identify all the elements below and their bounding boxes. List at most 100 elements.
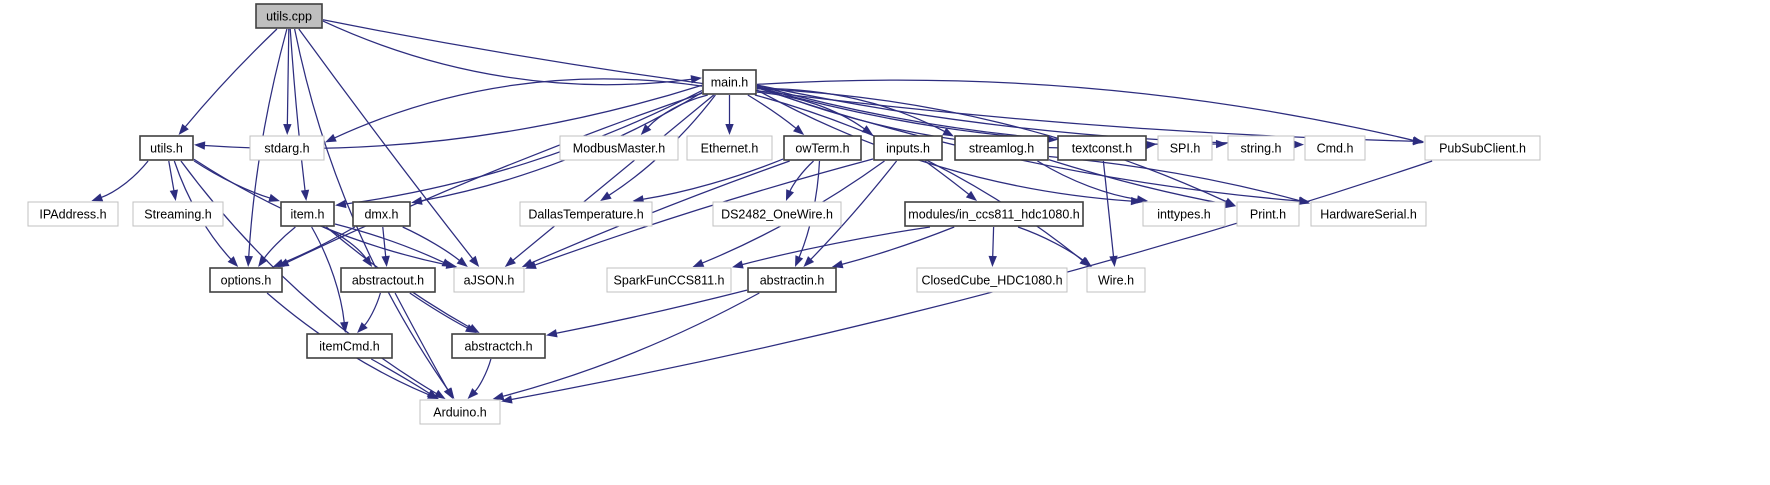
graph-node-modbusmaster[interactable]: ModbusMaster.h — [559, 135, 679, 161]
graph-node-main-h[interactable]: main.h — [702, 69, 757, 95]
node-box[interactable] — [139, 135, 194, 161]
edge-arrowhead — [1298, 196, 1310, 205]
dependency-edge — [334, 223, 445, 264]
graph-node-dmx-h[interactable]: dmx.h — [352, 201, 411, 227]
dependency-edge — [282, 226, 356, 264]
dependency-edge — [101, 160, 149, 199]
graph-node-string-h[interactable]: string.h — [1227, 135, 1295, 161]
graph-node-inttypes-h[interactable]: inttypes.h — [1142, 201, 1226, 227]
node-box[interactable] — [1310, 201, 1427, 227]
node-box[interactable] — [340, 267, 436, 293]
dependency-edge — [642, 158, 784, 200]
edge-arrowhead — [283, 123, 292, 135]
graph-node-abstractch-h[interactable]: abstractch.h — [451, 333, 546, 359]
node-box[interactable] — [132, 201, 224, 227]
edge-arrowhead — [965, 190, 978, 201]
node-box[interactable] — [453, 267, 525, 293]
graph-node-hwserial-h[interactable]: HardwareSerial.h — [1310, 201, 1427, 227]
graph-node-ds2482-h[interactable]: DS2482_OneWire.h — [712, 201, 842, 227]
node-box[interactable] — [916, 267, 1068, 293]
node-box[interactable] — [904, 201, 1084, 227]
graph-node-utils-cpp[interactable]: utils.cpp — [255, 3, 323, 29]
node-layer: utils.cpp main.h utils.h stdarg.h ModbusMast… — [27, 3, 1541, 425]
graph-node-pubsub-h[interactable]: PubSubClient.h — [1424, 135, 1541, 161]
graph-node-streamlog-h[interactable]: streamlog.h — [954, 135, 1049, 161]
node-box[interactable] — [873, 135, 943, 161]
node-box[interactable] — [606, 267, 732, 293]
node-label: streamlog.h — [969, 141, 1034, 155]
node-box[interactable] — [1086, 267, 1146, 293]
graph-node-mod-ccs811[interactable]: modules/in_ccs811_hdc1080.h — [904, 201, 1084, 227]
dependency-edge — [474, 358, 492, 392]
graph-node-sparkfun-h[interactable]: SparkFunCCS811.h — [606, 267, 732, 293]
node-box[interactable] — [1227, 135, 1295, 161]
node-box[interactable] — [352, 201, 411, 227]
edge-arrowhead — [169, 189, 178, 201]
node-box[interactable] — [1424, 135, 1541, 161]
graph-node-abstractout-h[interactable]: abstractout.h — [340, 267, 436, 293]
graph-node-print-h[interactable]: Print.h — [1236, 201, 1300, 227]
graph-node-options-h[interactable]: options.h — [209, 267, 283, 293]
node-box[interactable] — [27, 201, 119, 227]
graph-node-spi-h[interactable]: SPI.h — [1157, 135, 1213, 161]
node-box[interactable] — [1304, 135, 1366, 161]
graph-node-inputs-h[interactable]: inputs.h — [873, 135, 943, 161]
node-box[interactable] — [559, 135, 679, 161]
edge-arrowhead — [433, 389, 446, 399]
dependency-edge — [168, 160, 175, 191]
graph-node-streaming-h[interactable]: Streaming.h — [132, 201, 224, 227]
dependency-edge — [512, 94, 715, 261]
graph-node-ajson-h[interactable]: aJSON.h — [453, 267, 525, 293]
graph-node-ethernet-h[interactable]: Ethernet.h — [686, 135, 773, 161]
graph-node-textconst-h[interactable]: textconst.h — [1057, 135, 1147, 161]
node-label: abstractch.h — [464, 339, 532, 353]
graph-node-dallastemp-h[interactable]: DallasTemperature.h — [519, 201, 653, 227]
node-box[interactable] — [702, 69, 757, 95]
dependency-edge — [789, 160, 814, 192]
dependency-edge — [810, 160, 898, 260]
edge-arrowhead — [1224, 199, 1236, 209]
graph-node-closedcube-h[interactable]: ClosedCube_HDC1080.h — [916, 267, 1068, 293]
dependency-edge — [334, 78, 703, 139]
dependency-edge — [345, 90, 703, 205]
node-label: SPI.h — [1170, 141, 1201, 155]
dependency-edge — [1017, 226, 1084, 262]
edge-arrowhead — [690, 75, 702, 84]
graph-node-ipaddress-h[interactable]: IPAddress.h — [27, 201, 119, 227]
node-box[interactable] — [783, 135, 862, 161]
node-box[interactable] — [519, 201, 653, 227]
dependency-edge — [756, 84, 1294, 146]
graph-node-wire-h[interactable]: Wire.h — [1086, 267, 1146, 293]
node-box[interactable] — [954, 135, 1049, 161]
edge-arrowhead — [831, 260, 844, 269]
dependency-edge — [289, 28, 306, 191]
graph-node-cmd-h[interactable]: Cmd.h — [1304, 135, 1366, 161]
graph-node-owterm-h[interactable]: owTerm.h — [783, 135, 862, 161]
node-label: item.h — [290, 207, 324, 221]
graph-node-arduino-h[interactable]: Arduino.h — [419, 399, 501, 425]
graph-node-utils-h[interactable]: utils.h — [139, 135, 194, 161]
node-box[interactable] — [451, 333, 546, 359]
node-box[interactable] — [255, 3, 323, 29]
node-box[interactable] — [419, 399, 501, 425]
graph-node-stdarg-h[interactable]: stdarg.h — [249, 135, 325, 161]
graph-node-itemcmd-h[interactable]: itemCmd.h — [306, 333, 393, 359]
node-box[interactable] — [1157, 135, 1213, 161]
node-box[interactable] — [1236, 201, 1300, 227]
node-box[interactable] — [249, 135, 325, 161]
node-label: ModbusMaster.h — [573, 141, 665, 155]
node-box[interactable] — [280, 201, 335, 227]
graph-node-item-h[interactable]: item.h — [280, 201, 335, 227]
node-box[interactable] — [209, 267, 283, 293]
node-box[interactable] — [1057, 135, 1147, 161]
dependency-edge — [322, 19, 1414, 142]
node-box[interactable] — [1142, 201, 1226, 227]
edge-arrowhead — [272, 258, 285, 267]
node-box[interactable] — [712, 201, 842, 227]
node-box[interactable] — [306, 333, 393, 359]
node-box[interactable] — [747, 267, 837, 293]
edge-arrowhead — [492, 392, 505, 401]
graph-node-abstractin-h[interactable]: abstractin.h — [747, 267, 837, 293]
node-box[interactable] — [686, 135, 773, 161]
